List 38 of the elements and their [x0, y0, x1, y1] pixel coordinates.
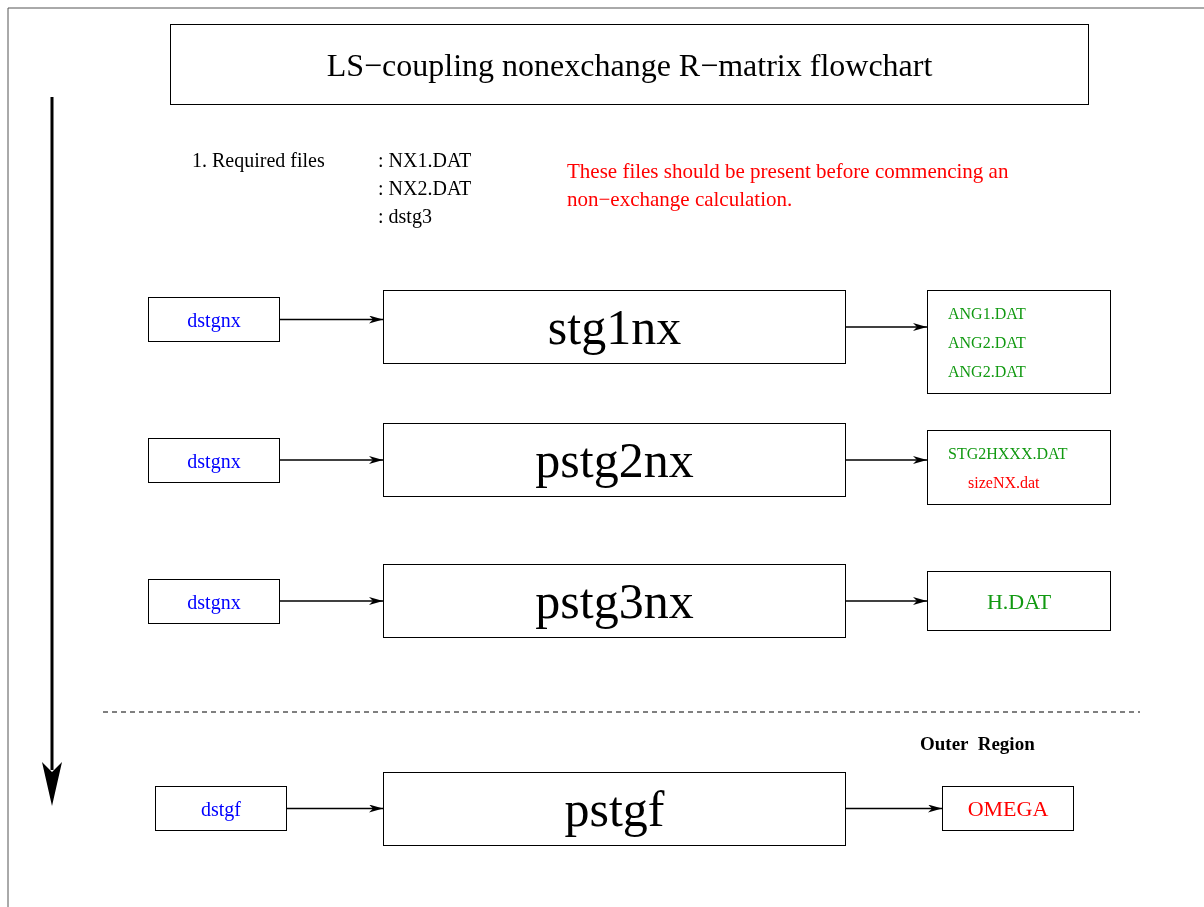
file-name: dstgf [201, 796, 241, 823]
file-name: H.DAT [986, 587, 1052, 616]
file-name: dstgnx [187, 448, 241, 475]
arrow [279, 597, 384, 605]
program-box [383, 772, 846, 846]
file-name: sizeNX.dat [967, 472, 1040, 493]
input-file-box [148, 438, 280, 483]
arrow [845, 597, 928, 605]
output-file-box [927, 571, 1111, 631]
file-name: ANG2.DAT [947, 332, 1026, 353]
program-box [383, 564, 846, 638]
file-name: ANG1.DAT [947, 303, 1026, 324]
input-file-box [148, 297, 280, 342]
file-name: : dstg3 [378, 204, 432, 230]
output-files-box [927, 290, 1111, 394]
note-text: These files should be present before commencing an non−exchange calculation. [567, 158, 1010, 213]
title-text: LS−coupling nonexchange R−matrix flowchart [326, 45, 933, 85]
file-name: OMEGA [967, 795, 1049, 823]
input-file-box [148, 579, 280, 624]
file-name: : NX2.DAT [378, 176, 472, 201]
file-name: STG2HXXX.DAT [947, 443, 1068, 464]
output-file-box [942, 786, 1074, 831]
file-name: dstgnx [187, 307, 241, 334]
arrow [279, 456, 384, 464]
arrow [279, 315, 384, 324]
arrow [286, 804, 384, 813]
arrow [845, 804, 943, 813]
section-label: 1. Required files [192, 148, 325, 174]
output-files-box [927, 430, 1111, 505]
program-box [383, 290, 846, 364]
region-label: Outer Region [920, 732, 1035, 756]
arrow [845, 456, 928, 464]
file-name: ANG2.DAT [947, 361, 1026, 382]
file-name: : NX1.DAT [378, 148, 472, 173]
input-file-box [155, 786, 287, 831]
program-box [383, 423, 846, 497]
file-name: dstgnx [187, 589, 241, 616]
arrow [845, 323, 928, 331]
